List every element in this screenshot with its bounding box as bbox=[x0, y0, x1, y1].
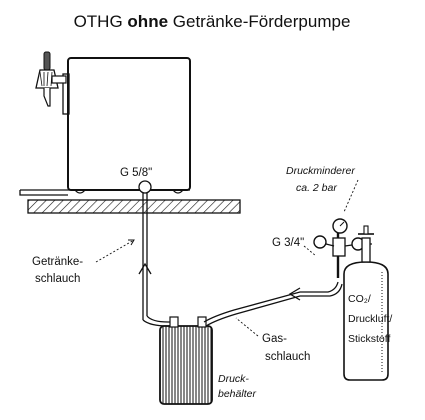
counter-surface bbox=[27, 199, 241, 214]
tank-label-line2: behälter bbox=[218, 388, 256, 400]
beverage-hose-leader-arrow bbox=[128, 239, 135, 246]
diagram-title: OTHG ohne Getränke-Förderpumpe bbox=[74, 12, 351, 31]
reducer-leader bbox=[343, 179, 359, 213]
gas-hose-label-line1: Gas- bbox=[262, 333, 287, 345]
cylinder-label-line1: CO₂/ bbox=[348, 293, 371, 305]
outlet-fitting-label: G 5/8" bbox=[120, 167, 152, 179]
beverage-hose bbox=[138, 193, 176, 327]
tap-icon bbox=[35, 51, 67, 107]
beverage-hose-label-line2: schlauch bbox=[35, 273, 80, 285]
reducer-fitting-label: G 3/4" bbox=[272, 237, 304, 249]
beverage-hose-leader bbox=[95, 239, 135, 263]
tank-label-line1: Druck- bbox=[218, 373, 249, 385]
pressure-tank bbox=[159, 316, 213, 405]
dispenser-cabinet bbox=[19, 57, 191, 196]
cylinder-label-line2: Druckluft/ bbox=[348, 313, 392, 325]
cylinder-label-line3: Stickstoff bbox=[348, 333, 390, 345]
gas-cylinder bbox=[343, 225, 389, 381]
beverage-hose-label-line1: Getränke- bbox=[32, 256, 83, 268]
cylinder-valve-icon bbox=[361, 237, 371, 263]
outlet-fitting bbox=[138, 180, 152, 194]
gas-hose-label-line2: schlauch bbox=[265, 351, 310, 363]
reducer-fitting-leader bbox=[303, 245, 317, 257]
pressure-reducer bbox=[313, 218, 372, 278]
gas-hose-leader bbox=[235, 317, 259, 337]
reducer-label-line1: Druckminderer bbox=[286, 165, 355, 177]
gauge-left-icon bbox=[313, 235, 327, 249]
reducer-label-line2: ca. 2 bar bbox=[296, 182, 337, 194]
gas-hose bbox=[203, 281, 343, 327]
